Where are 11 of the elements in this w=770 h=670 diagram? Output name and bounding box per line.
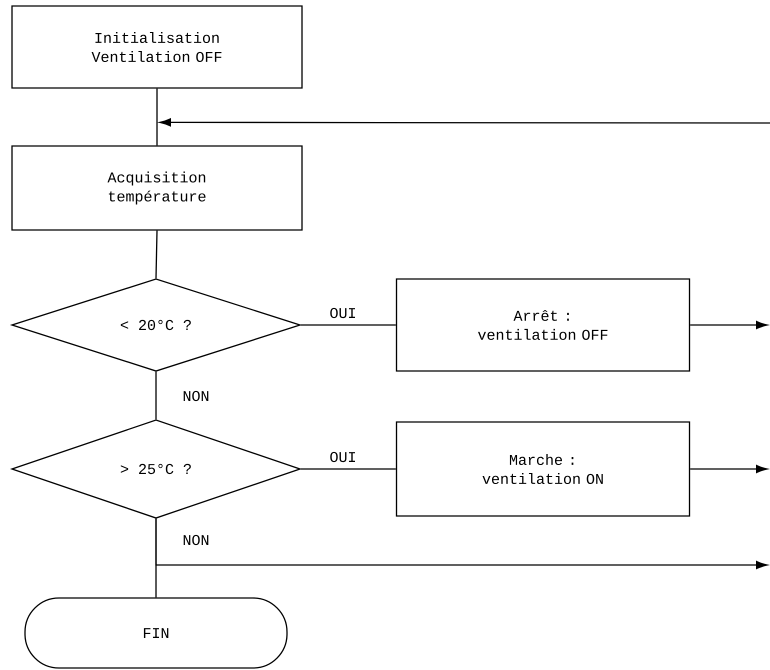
arrow — [159, 118, 770, 126]
edge-label: OUI — [328, 450, 358, 464]
edge-label: NON — [180, 388, 212, 404]
arrow — [690, 320, 768, 330]
process-box: Marche : ventilation ON — [396, 421, 690, 517]
edge-label: NON — [180, 532, 212, 548]
edge-label: OUI — [328, 306, 358, 320]
process-box: Initialisation Ventilation OFF — [11, 5, 303, 89]
process-box: Arrêt : ventilation OFF — [396, 278, 690, 372]
arrow — [690, 464, 768, 474]
process-box: Acquisition température — [11, 145, 303, 231]
